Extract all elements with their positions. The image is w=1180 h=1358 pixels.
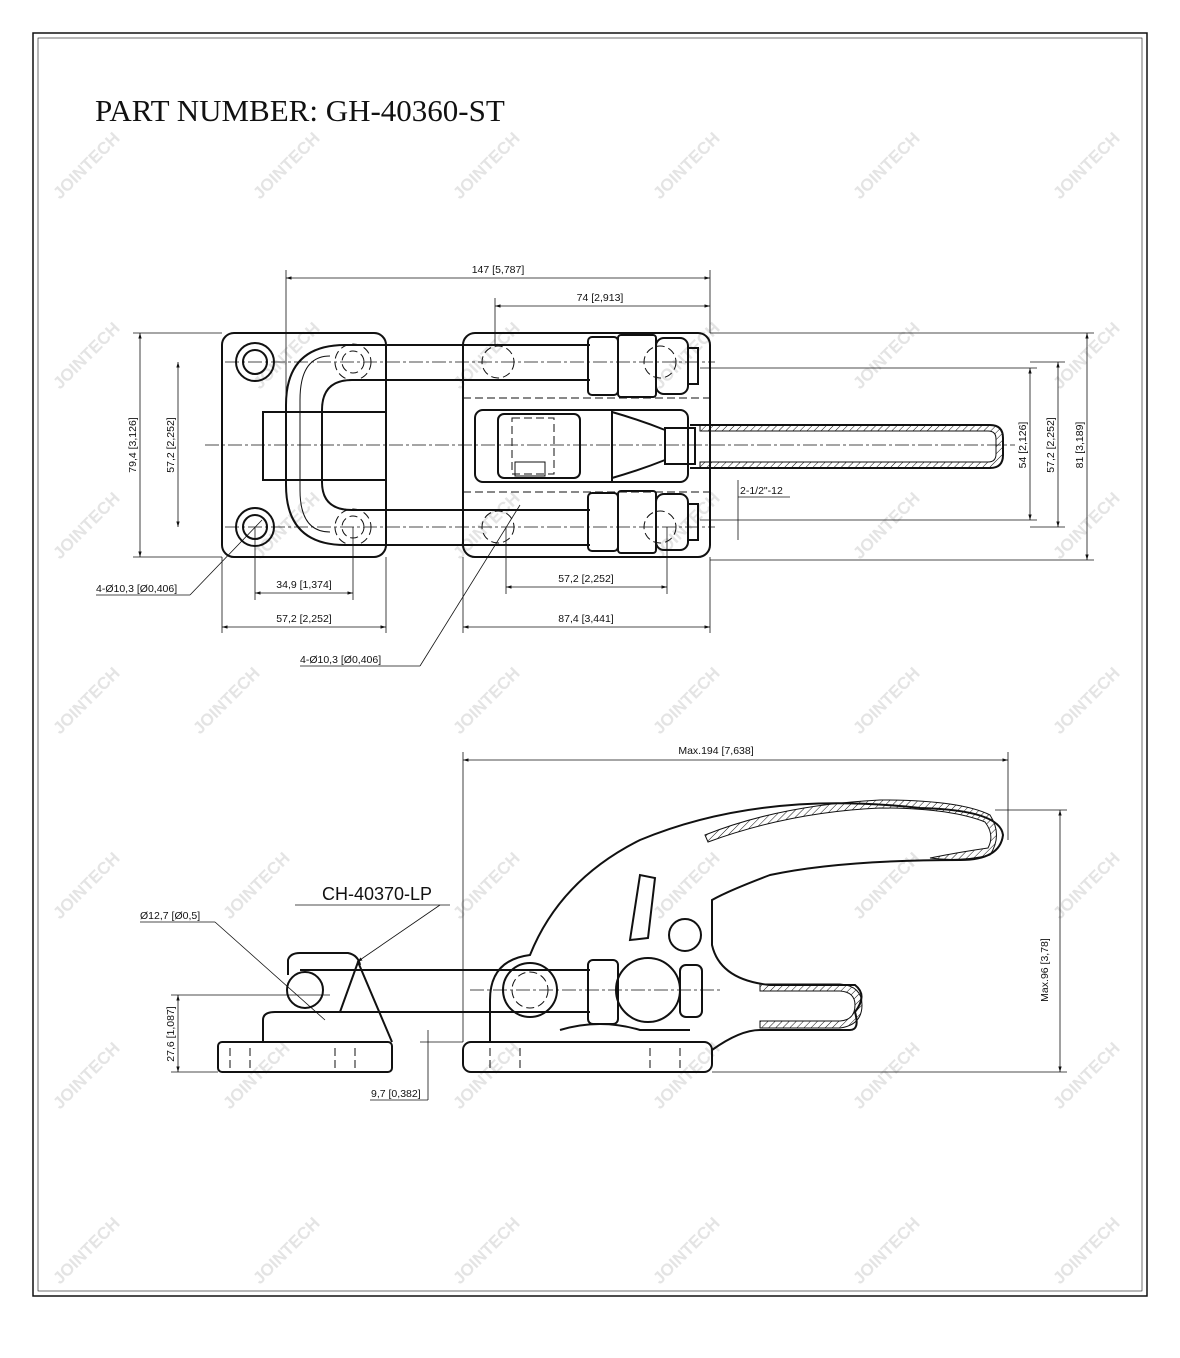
outer-frame bbox=[32, 32, 1148, 1297]
latch-part-number: CH-40370-LP bbox=[322, 884, 432, 904]
watermark-text: JOINTECH bbox=[1049, 664, 1123, 738]
watermark-text: JOINTECH bbox=[449, 1214, 523, 1288]
safety-lever bbox=[628, 873, 657, 942]
watermark-text: JOINTECH bbox=[49, 849, 123, 923]
top-view-dimensions: 147 [5,787] 74 [2,913] 79,4 [3,126] 57,2… bbox=[96, 264, 1094, 667]
watermark-text: JOINTECH bbox=[1049, 849, 1123, 923]
dim-nut-span: 74 [2,913] bbox=[577, 292, 624, 304]
watermark-text: JOINTECH bbox=[249, 1214, 323, 1288]
watermark-text: JOINTECH bbox=[189, 664, 263, 738]
dim-hole-spacing-left-h: 34,9 [1,374] bbox=[276, 579, 332, 591]
dim-base-length-right: 87,4 [3,441] bbox=[558, 613, 614, 625]
dim-max-length: Max.194 [7,638] bbox=[678, 745, 753, 757]
dim-hole-spacing-left-v: 57,2 [2,252] bbox=[165, 417, 177, 473]
watermark-text: JOINTECH bbox=[1049, 1214, 1123, 1288]
side-view-dimensions: Max.194 [7,638] Max.96 [3,78] 27,6 [1,08… bbox=[140, 745, 1067, 1101]
dim-right-81: 81 [3,189] bbox=[1074, 422, 1086, 469]
watermark-text: JOINTECH bbox=[849, 1039, 923, 1113]
dim-hole-spacing-right: 57,2 [2,252] bbox=[558, 573, 614, 585]
dim-base-thickness: 9,7 [0,382] bbox=[371, 1088, 421, 1100]
nut bbox=[587, 959, 619, 1025]
watermark-text: JOINTECH bbox=[849, 129, 923, 203]
watermark-text: JOINTECH bbox=[49, 129, 123, 203]
watermark-text: JOINTECH bbox=[649, 319, 723, 393]
watermark-text: JOINTECH bbox=[849, 319, 923, 393]
watermark-text: JOINTECH bbox=[249, 319, 323, 393]
dim-plate-width-left: 57,2 [2,252] bbox=[276, 613, 332, 625]
watermark-text: JOINTECH bbox=[649, 1214, 723, 1288]
top-view bbox=[205, 332, 1015, 558]
watermark-text: JOINTECH bbox=[49, 1039, 123, 1113]
watermark-text: JOINTECH bbox=[449, 129, 523, 203]
handle-grip bbox=[704, 799, 997, 860]
watermark-text: JOINTECH bbox=[849, 664, 923, 738]
watermark-text: JOINTECH bbox=[49, 489, 123, 563]
dim-height-left: 79,4 [3,126] bbox=[127, 417, 139, 473]
watermark-text: JOINTECH bbox=[1049, 129, 1123, 203]
watermark-text: JOINTECH bbox=[849, 1214, 923, 1288]
watermark-text: JOINTECH bbox=[219, 1039, 293, 1113]
watermark-text: JOINTECH bbox=[449, 1039, 523, 1113]
nut bbox=[587, 336, 619, 396]
thread-callout: 2-1/2"-12 bbox=[740, 485, 783, 497]
watermark-text: JOINTECH bbox=[49, 1214, 123, 1288]
watermark-text: JOINTECH bbox=[1049, 319, 1123, 393]
watermark-text: JOINTECH bbox=[649, 664, 723, 738]
watermark-text: JOINTECH bbox=[49, 664, 123, 738]
watermark-text: JOINTECH bbox=[249, 129, 323, 203]
dim-pin-diameter: Ø12,7 [Ø0,5] bbox=[140, 910, 200, 922]
watermark-text: JOINTECH bbox=[1049, 489, 1123, 563]
watermark-text: JOINTECH bbox=[649, 489, 723, 563]
latch-pin bbox=[286, 971, 324, 1009]
watermark-text: JOINTECH bbox=[449, 664, 523, 738]
dim-overall-length: 147 [5,787] bbox=[472, 264, 525, 276]
watermark-text: JOINTECH bbox=[449, 319, 523, 393]
watermark-text: JOINTECH bbox=[449, 849, 523, 923]
dim-right-54: 54 [2,126] bbox=[1017, 422, 1029, 469]
watermark-text: JOINTECH bbox=[49, 319, 123, 393]
watermark-text: JOINTECH bbox=[449, 489, 523, 563]
latch-base bbox=[217, 1041, 393, 1073]
inner-frame bbox=[37, 37, 1143, 1292]
nut bbox=[587, 492, 619, 552]
side-view bbox=[217, 799, 1005, 1073]
watermark-text: JOINTECH bbox=[1049, 1039, 1123, 1113]
watermark-text: JOINTECH bbox=[849, 489, 923, 563]
dim-pin-height: 27,6 [1,087] bbox=[165, 1006, 177, 1062]
pivot-pin bbox=[668, 918, 702, 952]
dim-right-57: 57,2 [2,252] bbox=[1045, 417, 1057, 473]
watermark-text: JOINTECH bbox=[219, 849, 293, 923]
center-slot bbox=[474, 409, 689, 483]
pad bbox=[262, 411, 387, 481]
watermark-text: JOINTECH bbox=[649, 129, 723, 203]
dim-max-height: Max.96 [3,78] bbox=[1039, 938, 1051, 1002]
clamp-base bbox=[462, 1041, 713, 1073]
hole-callout-right: 4-Ø10,3 [Ø0,406] bbox=[300, 654, 381, 666]
part-number-title: PART NUMBER: GH-40360-ST bbox=[95, 93, 505, 128]
hole-callout-left: 4-Ø10,3 [Ø0,406] bbox=[96, 583, 177, 595]
